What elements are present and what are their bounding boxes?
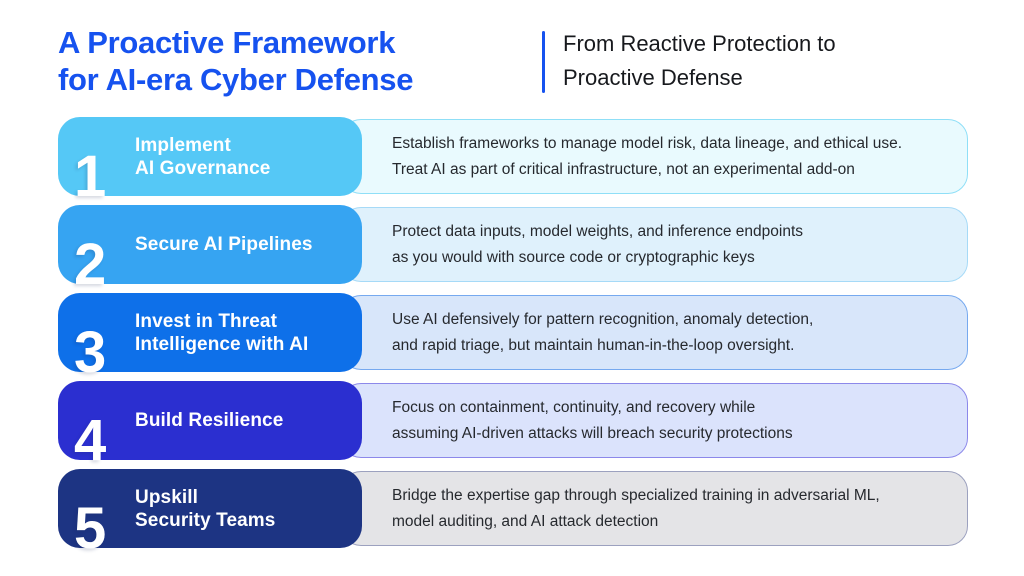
step-description: Bridge the expertise gap through special… — [392, 486, 880, 530]
step-number: 4 — [74, 407, 107, 473]
step-description-panel: Protect data inputs, model weights, and … — [341, 207, 968, 282]
step-title: Build Resilience — [135, 410, 284, 431]
step-block: Upskill Security Teams 5 — [58, 469, 362, 557]
step-description: Establish frameworks to manage model ris… — [392, 134, 903, 178]
step-description-panel: Use AI defensively for pattern recogniti… — [341, 295, 968, 370]
step-description: Protect data inputs, model weights, and … — [392, 222, 804, 266]
step-row-2: Protect data inputs, model weights, and … — [58, 205, 968, 293]
page-title: A Proactive Framework for AI-era Cyber D… — [58, 25, 414, 97]
step-block: Implement AI Governance 1 — [58, 117, 362, 205]
steps-list: Establish frameworks to manage model ris… — [58, 117, 968, 557]
step-title: Invest in Threat Intelligence with AI — [135, 310, 309, 355]
step-number: 3 — [74, 319, 107, 385]
step-block: Invest in Threat Intelligence with AI 3 — [58, 293, 362, 381]
step-block: Secure AI Pipelines 2 — [58, 205, 362, 293]
step-row-3: Use AI defensively for pattern recogniti… — [58, 293, 968, 381]
step-description-panel: Focus on containment, continuity, and re… — [341, 383, 968, 458]
page-subtitle: From Reactive Protection to Proactive De… — [563, 31, 836, 90]
step-description-panel: Bridge the expertise gap through special… — [341, 471, 968, 546]
step-number: 1 — [74, 143, 107, 209]
header-divider — [542, 31, 545, 93]
step-row-4: Focus on containment, continuity, and re… — [58, 381, 968, 469]
step-row-1: Establish frameworks to manage model ris… — [58, 117, 968, 205]
step-description-panel: Establish frameworks to manage model ris… — [341, 119, 968, 194]
step-number: 2 — [74, 231, 107, 297]
step-description: Focus on containment, continuity, and re… — [392, 398, 793, 442]
step-title: Upskill Security Teams — [135, 486, 276, 531]
step-block: Build Resilience 4 — [58, 381, 362, 469]
step-title: Implement AI Governance — [135, 134, 271, 179]
step-title: Secure AI Pipelines — [135, 234, 313, 255]
step-row-5: Bridge the expertise gap through special… — [58, 469, 968, 557]
step-number: 5 — [74, 495, 107, 561]
header: A Proactive Framework for AI-era Cyber D… — [58, 24, 984, 98]
step-description: Use AI defensively for pattern recogniti… — [392, 310, 814, 354]
